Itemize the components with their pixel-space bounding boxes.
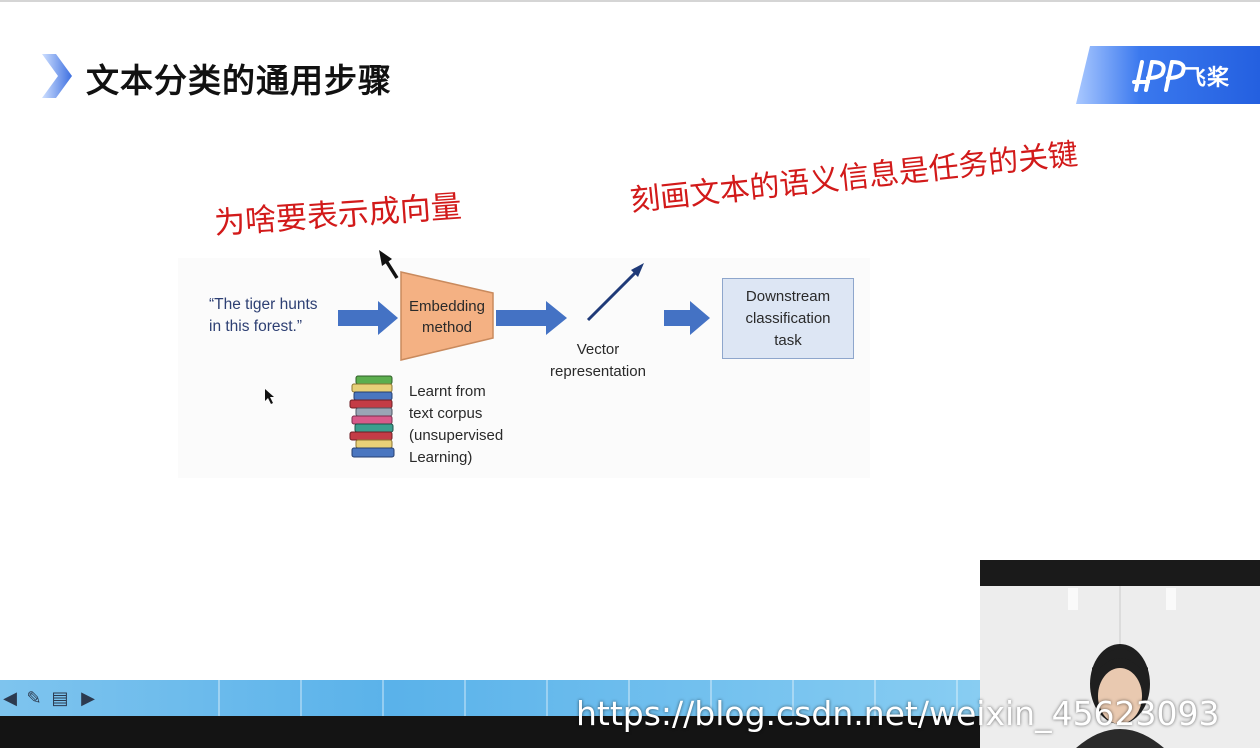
vector-line: representation bbox=[550, 363, 646, 380]
webcam-overlay bbox=[980, 560, 1260, 748]
learnt-line: Learning) bbox=[409, 449, 473, 466]
arrow-right-icon[interactable]: ▶ bbox=[81, 688, 95, 709]
sentence-line: “The tiger hunts bbox=[209, 296, 318, 313]
learnt-line: text corpus bbox=[409, 405, 483, 422]
toolbar-tile bbox=[796, 680, 876, 716]
toolbar-tile bbox=[386, 680, 466, 716]
downstream-line: classification bbox=[745, 309, 831, 327]
url-watermark: https://blog.csdn.net/weixin_45623093 bbox=[576, 694, 1220, 733]
vector-label: Vector representation bbox=[540, 339, 656, 383]
toolbar-tile bbox=[878, 680, 958, 716]
slide-title: 文本分类的通用步骤 bbox=[86, 61, 392, 100]
arrow-left-icon[interactable]: ◀ bbox=[3, 688, 17, 709]
downstream-line: Downstream bbox=[745, 287, 831, 305]
embedding-label: Embedding method bbox=[400, 296, 494, 338]
paddle-logo bbox=[1076, 46, 1260, 104]
logo-text: 飞桨 bbox=[1184, 66, 1231, 91]
toolbar-tile bbox=[140, 680, 220, 716]
toolbar-tile bbox=[714, 680, 794, 716]
toolbar-tile bbox=[222, 680, 302, 716]
right-annotation: 刻画文本的语义信息是任务的关键 bbox=[628, 137, 1080, 219]
sentence-line: in this forest.” bbox=[209, 318, 303, 335]
left-annotation: 为啥要表示成向量 bbox=[212, 188, 463, 242]
vector-line: Vector bbox=[576, 341, 620, 358]
embedding-line: method bbox=[421, 319, 473, 336]
webcam-image bbox=[980, 586, 1260, 748]
learnt-line: Learnt from bbox=[409, 383, 486, 400]
toolbar-tile bbox=[632, 680, 712, 716]
input-sentence: “The tiger hunts in this forest.” bbox=[209, 294, 339, 338]
top-border bbox=[0, 0, 1260, 2]
downstream-line: task bbox=[774, 331, 802, 349]
toolbar-tile bbox=[550, 680, 630, 716]
title-chevron-icon bbox=[42, 54, 72, 98]
pen-icon[interactable]: ✎ bbox=[26, 688, 42, 709]
menu-icon[interactable]: ▤ bbox=[51, 688, 69, 709]
presentation-toolbar bbox=[0, 680, 980, 716]
learnt-label: Learnt from text corpus (unsupervised Le… bbox=[409, 381, 539, 469]
embedding-line: Embedding bbox=[409, 298, 485, 315]
downstream-task-box: Downstream classification task bbox=[722, 278, 854, 359]
learnt-line: (unsupervised bbox=[409, 427, 504, 444]
toolbar-tile bbox=[304, 680, 384, 716]
downstream-text: Downstream classification task bbox=[745, 286, 830, 352]
toolbar-tile bbox=[468, 680, 548, 716]
